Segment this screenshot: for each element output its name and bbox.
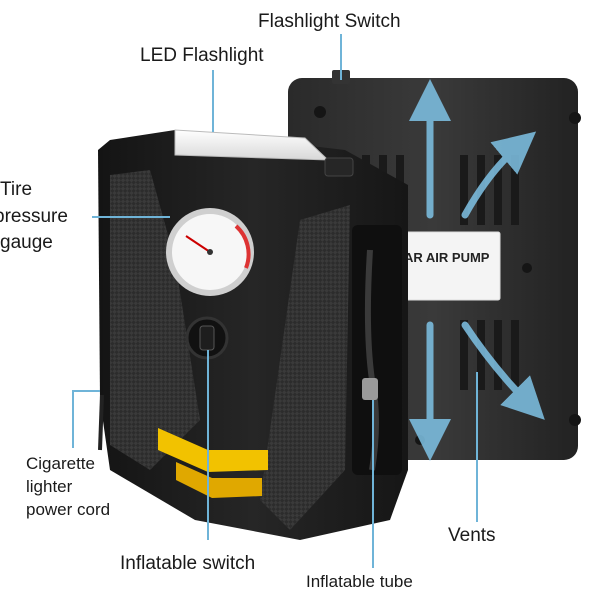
screw-icon	[569, 414, 581, 426]
pressure-gauge-needle	[185, 235, 211, 253]
rear-label-plate	[399, 231, 501, 301]
screw-icon	[522, 263, 532, 273]
airflow-arrows	[409, 79, 545, 461]
rear-label-text: AR AIR PUMP	[404, 250, 490, 265]
leader-inflatable-tube	[372, 400, 374, 568]
label-tire-pressure-3: gauge	[0, 232, 53, 253]
side-cavity	[352, 225, 402, 475]
leader-flashlight-switch	[340, 34, 342, 80]
yellow-chevron-top	[158, 428, 268, 472]
leader-inflatable-switch	[207, 350, 209, 540]
label-inflatable-switch: Inflatable switch	[120, 553, 256, 574]
label-led-flashlight: LED Flashlight	[140, 45, 264, 66]
leader-vents	[476, 372, 478, 522]
label-tire-pressure-2: pressure	[0, 206, 68, 227]
power-cord	[98, 394, 104, 451]
screw-icon	[415, 435, 425, 445]
label-flashlight-switch: Flashlight Switch	[258, 11, 401, 32]
flashlight-switch-button	[324, 157, 354, 177]
carbon-panel-left	[110, 170, 200, 470]
label-vents: Vents	[448, 525, 496, 546]
inflatable-switch-rocker	[199, 325, 215, 351]
leader-led-flashlight	[212, 70, 214, 132]
yellow-chevron-bottom	[176, 462, 262, 498]
leader-tire-gauge	[92, 216, 170, 218]
label-inflatable-tube: Inflatable tube	[306, 572, 413, 591]
leader-power-cord-h	[72, 390, 100, 392]
screw-icon	[569, 112, 581, 124]
screw-icon	[314, 106, 326, 118]
label-power-cord-2: lighter	[26, 477, 73, 496]
carbon-panel-right	[260, 205, 350, 530]
pressure-gauge-hub	[207, 249, 213, 255]
front-unit	[98, 129, 408, 540]
label-tire-pressure-1: Tire	[0, 179, 33, 200]
pressure-gauge-red-zone	[234, 224, 251, 269]
leader-power-cord-v	[72, 390, 74, 448]
hose-nozzle	[362, 378, 378, 400]
label-power-cord-3: power cord	[26, 500, 111, 519]
label-power-cord-1: Cigarette	[26, 454, 95, 473]
